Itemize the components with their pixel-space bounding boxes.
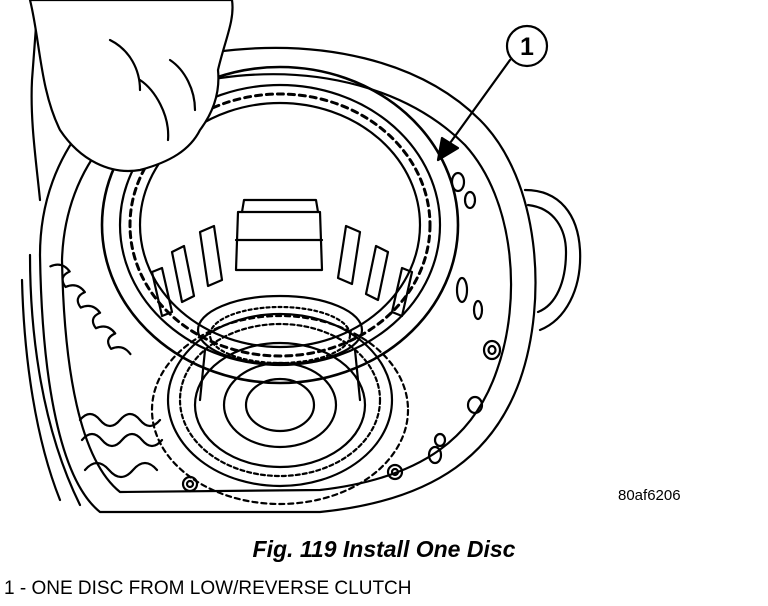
- figure-legend: 1 - ONE DISC FROM LOW/REVERSE CLUTCH: [4, 578, 412, 600]
- clutch-hub: [150, 198, 414, 318]
- figure-caption: Fig. 119 Install One Disc: [252, 536, 516, 562]
- callout-marker: [436, 24, 549, 162]
- case-spline-left: [49, 263, 164, 479]
- legend-item: 1 - ONE DISC FROM LOW/REVERSE CLUTCH: [4, 578, 412, 599]
- figure-reference-code: 80af6206: [618, 487, 681, 504]
- technician-hand: [28, 0, 234, 172]
- case-bolt-holes: [181, 171, 502, 493]
- gear-assembly: [150, 294, 410, 506]
- friction-disc: [100, 65, 460, 385]
- clutch-disc-illustration: 1: [20, 0, 582, 514]
- callout-number: 1: [520, 33, 534, 61]
